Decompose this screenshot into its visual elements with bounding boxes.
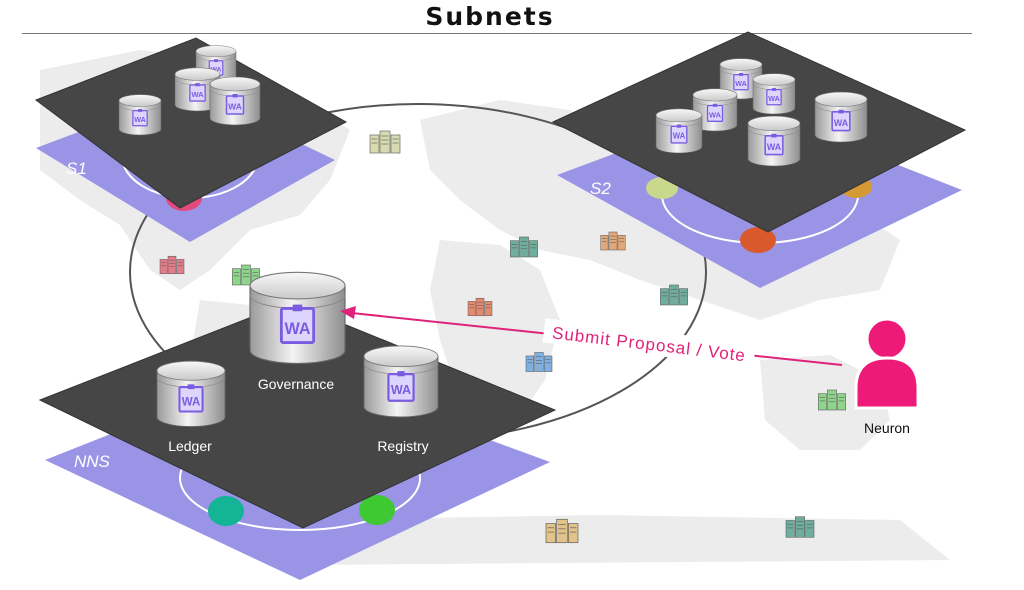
canister-s2 — [814, 91, 868, 143]
subnet-s2-label: S2 — [590, 179, 611, 198]
subnet-s2-node — [646, 177, 678, 199]
proposal-label: Submit Proposal / Vote — [551, 323, 747, 365]
canister-s2 — [747, 115, 801, 167]
subnet-s1-label: S1 — [66, 159, 87, 178]
canister-s1 — [209, 76, 261, 126]
governance-canister — [248, 270, 347, 365]
server-icon — [369, 130, 401, 154]
ledger-canister — [155, 360, 227, 428]
canister-s2 — [752, 73, 796, 115]
proposal-label-bg — [542, 318, 756, 368]
subnet-s1: S1 — [34, 37, 348, 242]
subnet-nns-node — [208, 496, 244, 526]
neuron-label: Neuron — [864, 420, 910, 436]
subnet-nns-node — [359, 495, 395, 525]
subnet-s1-platform — [34, 37, 348, 209]
canister-s1 — [118, 94, 162, 136]
subnet-s2: S2 — [551, 31, 967, 288]
title-divider — [22, 33, 972, 34]
page-title: Subnets — [425, 2, 555, 31]
canister-s2 — [655, 108, 703, 154]
neuron-icon — [854, 317, 920, 410]
neuron-figure: Neuron — [854, 317, 920, 436]
ledger-label: Ledger — [168, 438, 212, 454]
proposal-arrowhead — [340, 306, 356, 319]
registry-canister — [362, 344, 440, 419]
governance-label: Governance — [258, 376, 334, 392]
subnet-nns: NNS Governance Ledger Registry — [38, 270, 557, 580]
subnet-s2-node — [740, 227, 776, 253]
subnet-nns-label: NNS — [74, 452, 111, 471]
registry-label: Registry — [377, 438, 428, 454]
